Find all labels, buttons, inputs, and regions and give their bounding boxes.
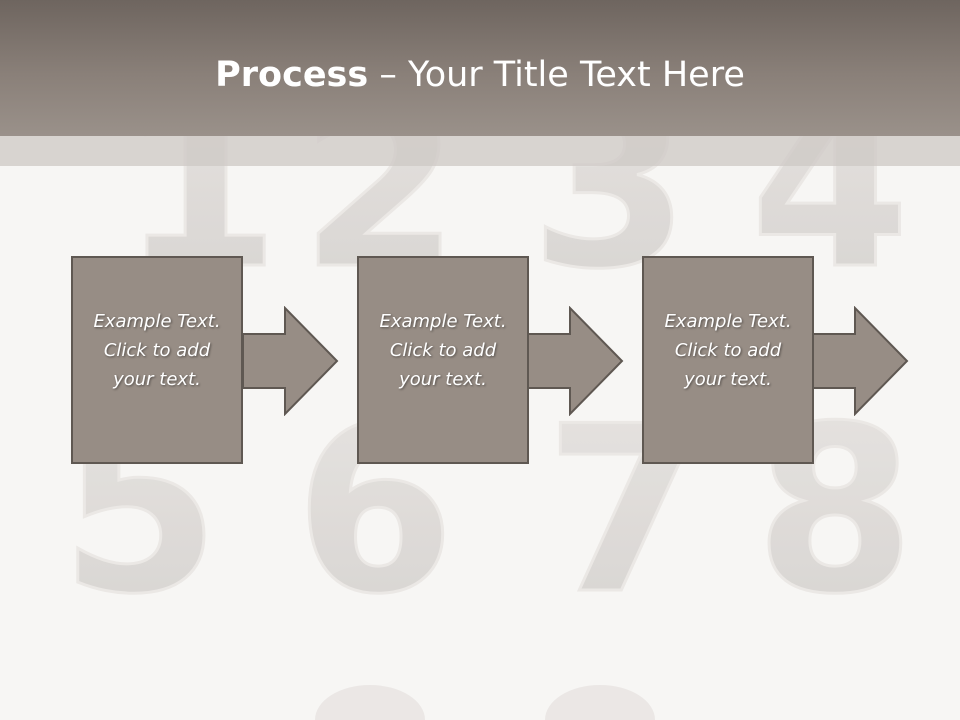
step-2-line-3: your text.: [399, 368, 487, 390]
step-1-line-1: Example Text.: [93, 310, 221, 332]
title-bar: [0, 0, 960, 136]
step-3-line-2: Click to add: [674, 339, 782, 361]
step-3-text: Example Text. Click to add your text.: [648, 307, 808, 394]
step-2-line-2: Click to add: [389, 339, 497, 361]
step-3-line-1: Example Text.: [664, 310, 792, 332]
step-2-line-1: Example Text.: [379, 310, 507, 332]
arrow-right-icon: [813, 306, 909, 416]
step-1-line-3: your text.: [113, 368, 201, 390]
title-rest-part: – Your Title Text Here: [368, 55, 745, 95]
step-1-line-2: Click to add: [103, 339, 211, 361]
process-step-1[interactable]: Example Text. Click to add your text.: [71, 256, 243, 464]
title-strip: [0, 136, 960, 166]
step-3-line-3: your text.: [684, 368, 772, 390]
arrow-right-icon: [243, 306, 339, 416]
step-2-text: Example Text. Click to add your text.: [363, 307, 523, 394]
step-1-text: Example Text. Click to add your text.: [77, 307, 237, 394]
title-bold-part: Process: [215, 55, 369, 95]
arrow-right-icon: [528, 306, 624, 416]
process-step-3[interactable]: Example Text. Click to add your text.: [642, 256, 814, 464]
slide-title[interactable]: Process – Your Title Text Here: [0, 50, 960, 100]
process-step-2[interactable]: Example Text. Click to add your text.: [357, 256, 529, 464]
